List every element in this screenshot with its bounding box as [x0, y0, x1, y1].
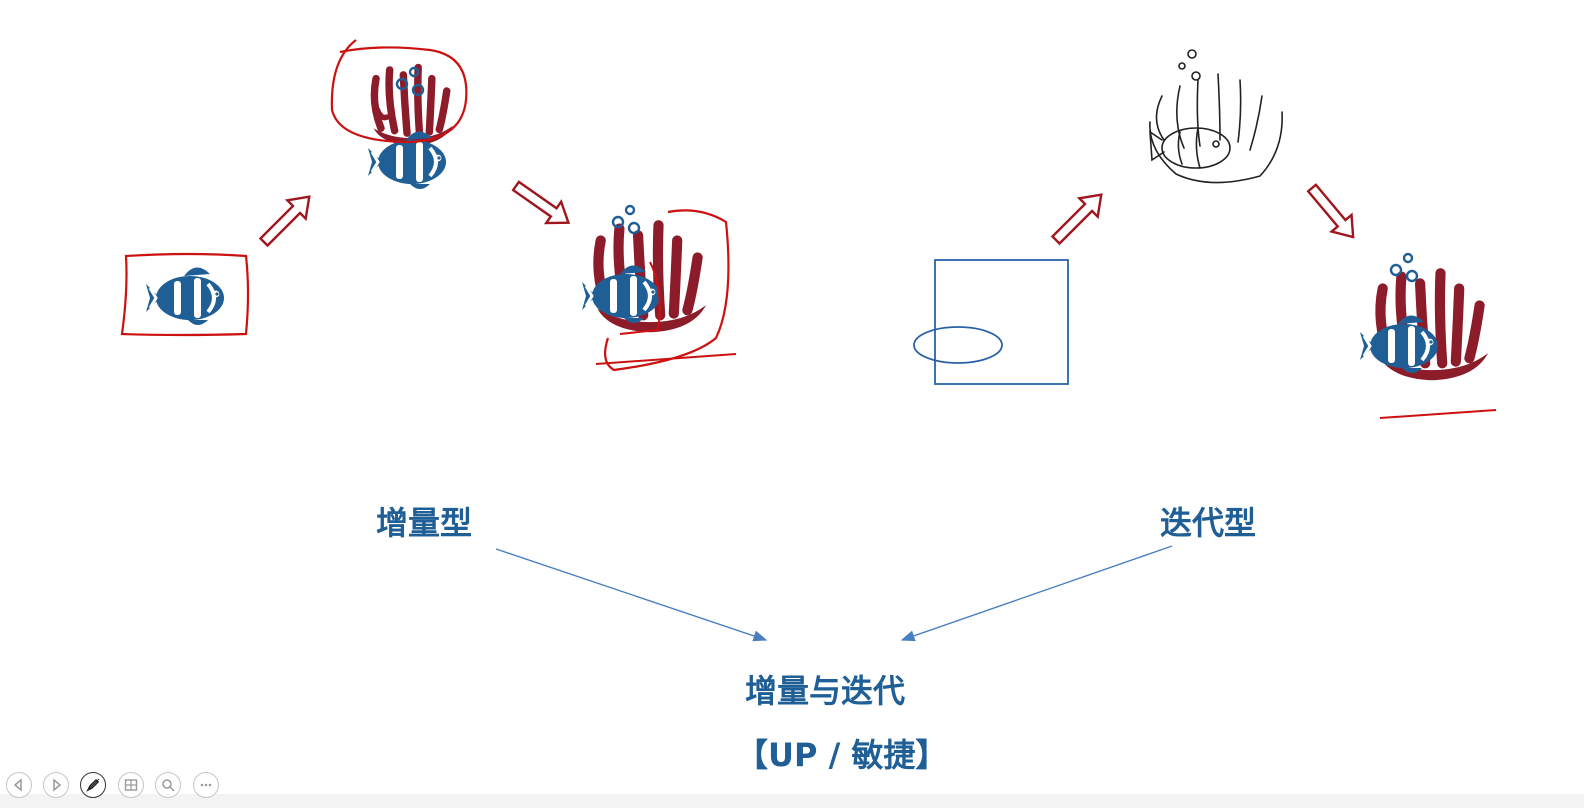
slides-overview-icon[interactable] — [118, 772, 144, 798]
agile-label: 【UP / 敏捷】 — [736, 736, 948, 774]
next-slide-icon[interactable] — [43, 772, 69, 798]
previous-slide-icon[interactable] — [6, 772, 32, 798]
annotation-underline-step-3 — [595, 353, 737, 365]
connector-incremental — [495, 548, 768, 642]
incremental-label: 增量型 — [376, 504, 473, 542]
iterative-step-3 — [1358, 252, 1488, 380]
iterative-label: 迭代型 — [1160, 504, 1257, 542]
more-options-icon[interactable] — [193, 772, 219, 798]
arrow-up-right-2 — [1045, 184, 1112, 251]
incremental-step-2 — [366, 67, 453, 191]
bottom-strip — [0, 794, 1584, 808]
arrow-down-right-2 — [1300, 178, 1365, 247]
annotation-outline-step-3 — [603, 209, 730, 372]
iterative-step-2-outline — [1149, 49, 1283, 184]
annotation-box-step-1 — [120, 252, 250, 337]
incremental-step-1 — [144, 265, 226, 327]
annotation-circle-step-2 — [330, 39, 468, 144]
pen-icon[interactable] — [80, 772, 106, 798]
arrow-down-right-1 — [507, 174, 578, 235]
combined-label: 增量与迭代 — [745, 672, 906, 710]
arrow-up-right-1 — [253, 186, 320, 253]
annotation-underline-step-3-right — [1379, 409, 1497, 419]
annotation-fish-outline-step-3 — [619, 261, 661, 335]
connector-iterative — [900, 545, 1173, 642]
zoom-icon[interactable] — [155, 772, 181, 798]
incremental-step-3 — [580, 204, 706, 332]
iterative-step-1-sketch — [913, 259, 1069, 385]
